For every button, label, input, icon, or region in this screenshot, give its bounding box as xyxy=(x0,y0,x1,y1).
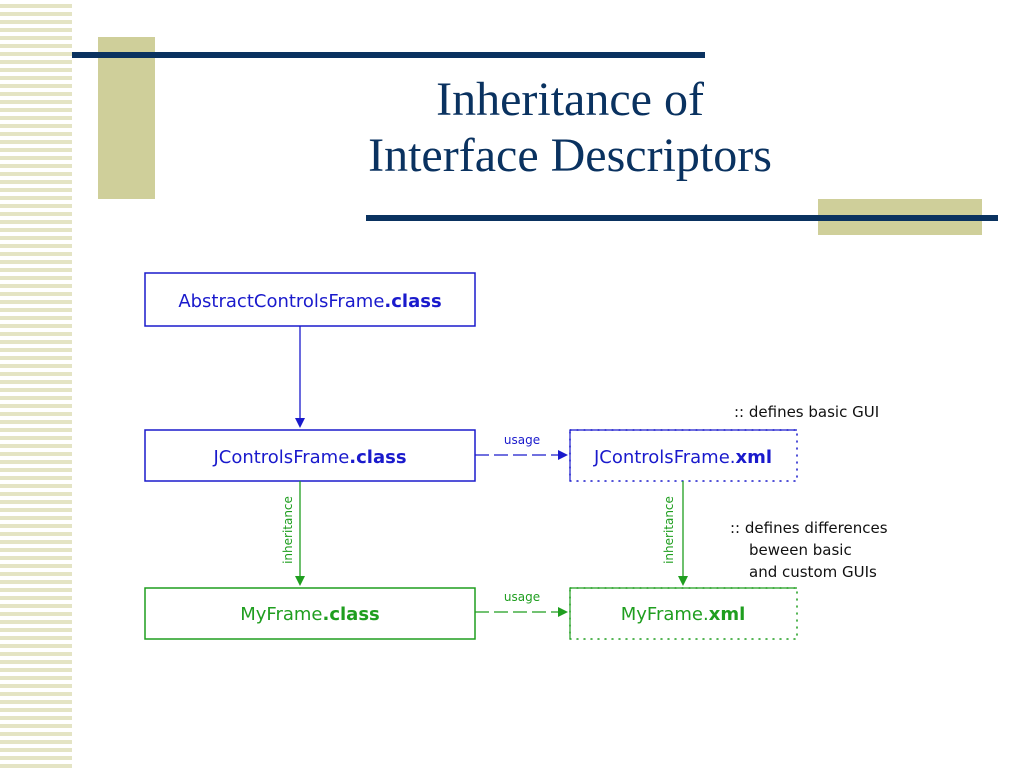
note-diff-line3: and custom GUIs xyxy=(749,563,877,581)
box-myframe-class: MyFrame.class xyxy=(144,587,476,640)
usage-arrow-bottom: usage xyxy=(475,590,568,617)
box-jcontrols-frame-xml: JControlsFrame.xml xyxy=(569,429,798,482)
note-defines-basic-gui: :: defines basic GUI xyxy=(734,403,879,421)
note-diff-line2: beween basic xyxy=(749,541,852,559)
box-jcontrols-class-label: JControlsFrame.class xyxy=(212,447,406,468)
inheritance-arrow-left: inheritance xyxy=(281,481,305,586)
inheritance-label-right: inheritance xyxy=(662,496,676,564)
box-abstract-controls-frame-class: AbstractControlsFrame.class xyxy=(144,272,476,327)
box-abstract-label: AbstractControlsFrame.class xyxy=(178,291,441,312)
title-rule-top xyxy=(72,52,705,58)
slide-title-line2: Interface Descriptors xyxy=(368,129,772,182)
inheritance-label-left: inheritance xyxy=(281,496,295,564)
slide-title: Inheritance of Interface Descriptors xyxy=(280,72,860,184)
decorative-tan-block-left xyxy=(98,37,155,199)
box-jcontrols-frame-class: JControlsFrame.class xyxy=(144,429,476,482)
title-rule-bottom xyxy=(366,215,998,221)
inheritance-arrow-right: inheritance xyxy=(662,481,688,586)
usage-arrow-top: usage xyxy=(475,433,568,460)
box-myframe-class-label: MyFrame.class xyxy=(240,604,380,625)
slide-title-line1: Inheritance of xyxy=(436,73,704,126)
box-myframe-xml-label: MyFrame.xml xyxy=(621,604,746,625)
box-jcontrols-xml-label: JControlsFrame.xml xyxy=(593,447,772,468)
box-myframe-xml: MyFrame.xml xyxy=(569,587,798,640)
usage-label-top: usage xyxy=(504,433,540,447)
note-defines-differences: :: defines differences beween basic and … xyxy=(730,519,888,581)
striped-side-band xyxy=(0,0,72,768)
note-diff-line1: :: defines differences xyxy=(730,519,888,537)
usage-label-bottom: usage xyxy=(504,590,540,604)
